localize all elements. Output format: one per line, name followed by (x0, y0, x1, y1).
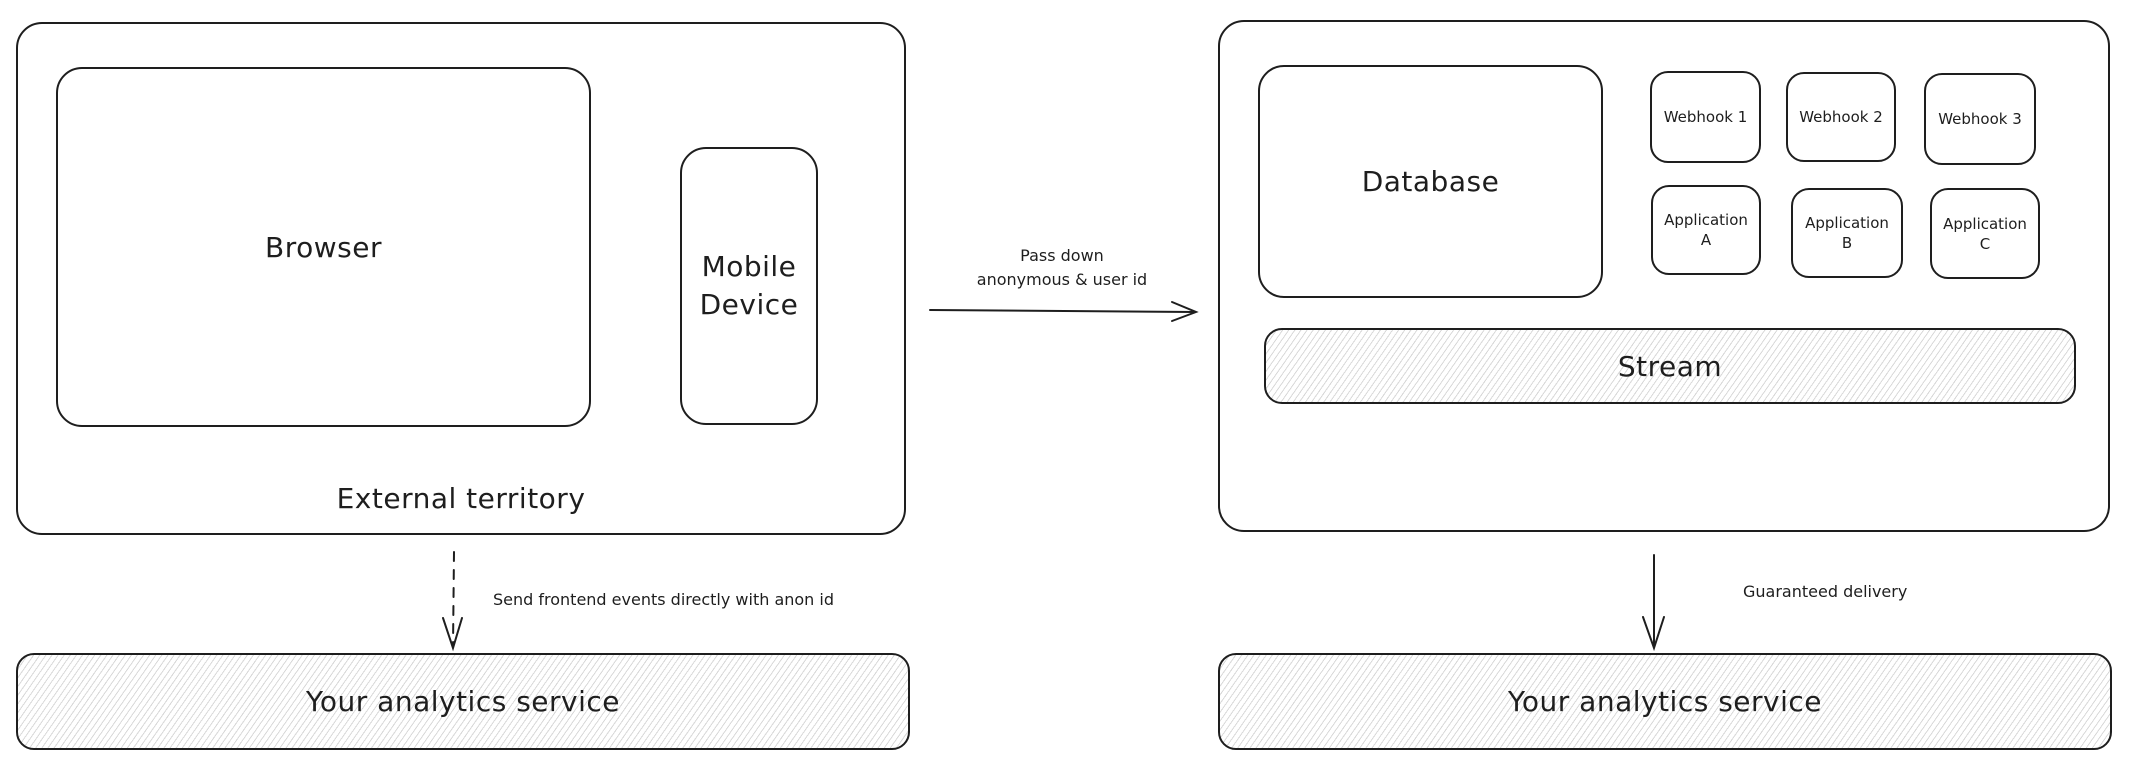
stream-label: Stream (1617, 349, 1723, 383)
guaranteed-delivery-arrow (1642, 554, 1665, 652)
browser-box: Browser (56, 67, 591, 427)
pass-down-line2: anonymous & user id (976, 270, 1148, 289)
analytics-service-left-label: Your analytics service (305, 685, 621, 718)
database-box: Database (1258, 65, 1603, 298)
pass-down-arrow (929, 301, 1199, 322)
application-b-label: Application B (1805, 214, 1889, 252)
webhook-1-box: Webhook 1 (1650, 71, 1761, 163)
application-a-label: Application A (1664, 211, 1748, 249)
stream-box: Stream (1264, 328, 2076, 404)
application-c-box: Application C (1930, 188, 2040, 279)
webhook-3-box: Webhook 3 (1924, 73, 2036, 165)
analytics-service-right: Your analytics service (1218, 653, 2112, 750)
application-b-box: Application B (1791, 188, 1903, 278)
analytics-service-left: Your analytics service (16, 653, 910, 750)
mobile-device-label: Mobile Device (699, 250, 799, 321)
application-c-label: Application C (1943, 214, 2027, 253)
webhook-3-label: Webhook 3 (1938, 110, 2022, 128)
send-events-dashed-arrow (442, 551, 463, 652)
webhook-2-label: Webhook 2 (1799, 108, 1883, 126)
application-a-box: Application A (1651, 185, 1761, 275)
analytics-service-right-label: Your analytics service (1507, 685, 1823, 718)
webhook-2-box: Webhook 2 (1786, 72, 1896, 162)
guaranteed-delivery-label: Guaranteed delivery (1743, 582, 1908, 601)
database-label: Database (1361, 165, 1500, 198)
pass-down-line1: Pass down (1020, 246, 1104, 265)
send-frontend-events-label: Send frontend events directly with anon … (493, 590, 834, 609)
external-territory-label: External territory (336, 482, 586, 515)
pass-down-label: Pass down anonymous & user id (962, 244, 1162, 292)
mobile-device-box: Mobile Device (680, 147, 818, 425)
webhook-1-label: Webhook 1 (1663, 108, 1748, 126)
browser-label: Browser (265, 230, 382, 264)
